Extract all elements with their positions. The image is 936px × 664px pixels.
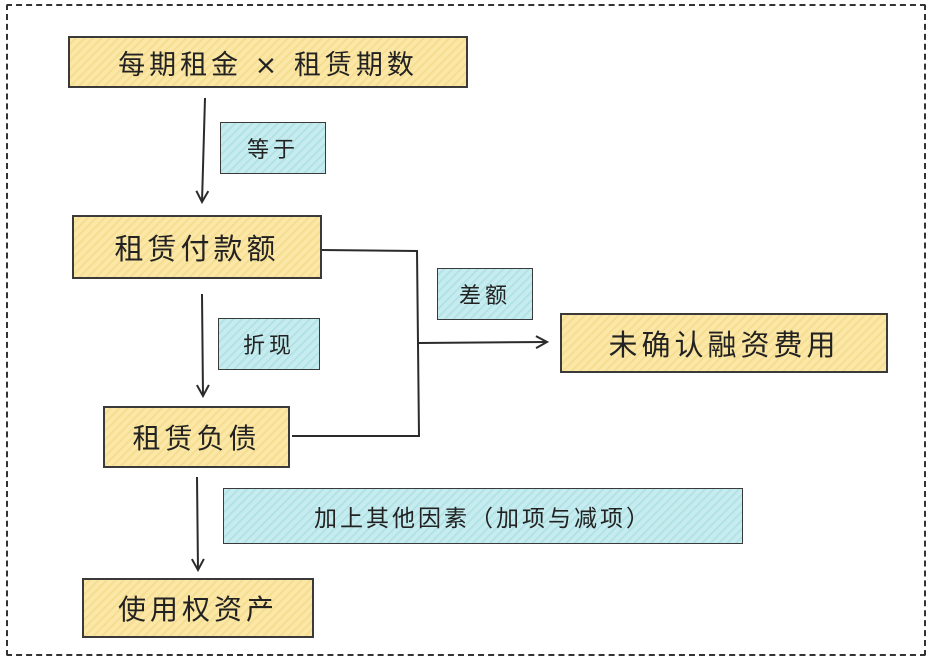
- label-equals: 等于: [220, 122, 326, 174]
- label-adjustments: 加上其他因素（加项与减项）: [223, 488, 743, 544]
- arrow-payments-to-liability: [202, 293, 203, 396]
- node-rent-times-periods: 每期租金 × 租赁期数: [68, 36, 468, 88]
- arrow-difference-to-cost: [418, 342, 547, 343]
- label-difference: 差额: [437, 268, 533, 320]
- node-lease-liability: 租赁负债: [103, 406, 290, 468]
- label-difference-text: 差额: [458, 284, 511, 309]
- arrow-liability-to-asset: [197, 476, 198, 570]
- node-lease-payments-label: 租赁付款额: [114, 232, 280, 266]
- label-discount-text: 折现: [242, 334, 295, 359]
- arrow-total-to-payments: [202, 97, 205, 202]
- label-adjustments-text: 加上其他因素（加项与减项）: [314, 506, 652, 532]
- node-rent-times-periods-label: 每期租金 × 租赁期数: [118, 49, 418, 81]
- node-unrecognized-financing-cost: 未确认融资费用: [560, 313, 888, 373]
- dashed-border-frame: [6, 4, 926, 656]
- label-equals-text: 等于: [246, 138, 299, 163]
- node-lease-payments: 租赁付款额: [72, 215, 322, 279]
- bracket-connector: [292, 249, 421, 437]
- node-lease-liability-label: 租赁负债: [132, 422, 261, 455]
- node-unrecognized-financing-cost-label: 未确认融资费用: [608, 328, 840, 362]
- label-discount: 折现: [218, 318, 320, 370]
- node-right-of-use-asset-label: 使用权资产: [117, 593, 278, 626]
- node-right-of-use-asset: 使用权资产: [82, 578, 314, 638]
